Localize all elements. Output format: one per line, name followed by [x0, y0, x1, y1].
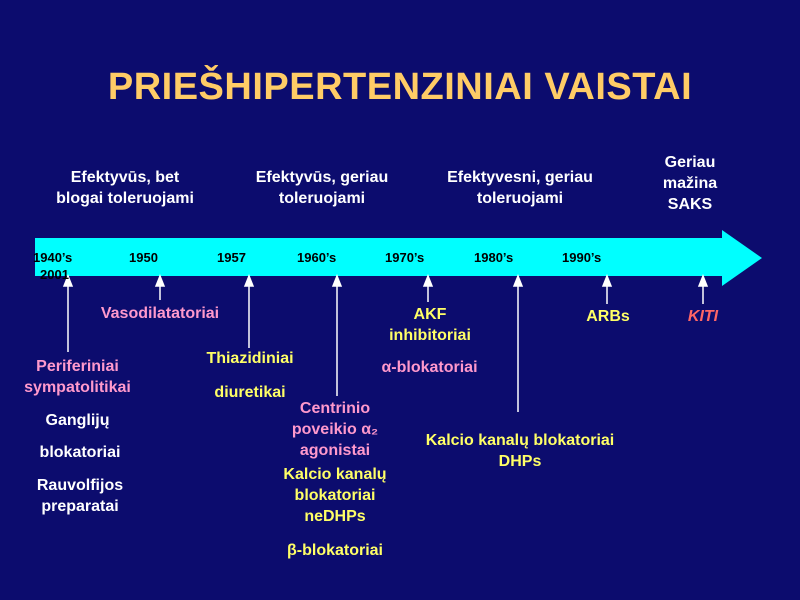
connector-1970 [422, 273, 434, 302]
era-header-1-line-1: Efektyvūs, bet [70, 169, 180, 186]
year-1950: 1950 [129, 250, 158, 265]
era-header-2: Efektyvūs, geriau toleruojami [232, 167, 412, 209]
era-header-1-line-2: blogai toleruojami [56, 190, 194, 207]
label-vasodilatatoriai: Vasodilatatoriai [100, 305, 220, 322]
label-kiti: KITI [687, 308, 719, 325]
era-header-4: Geriau mažina SAKS [640, 152, 740, 215]
label-centrinio-line-2: poveikio α₂ [291, 421, 379, 438]
connector-1990 [601, 273, 613, 304]
connector-1950 [154, 273, 166, 300]
label-gangliju: Ganglijų [45, 412, 110, 429]
label-kalcio-nedhp-line-2: blokatoriai [294, 487, 376, 504]
label-beta-blokatoriai: β-blokatoriai [287, 542, 383, 559]
label-akf-line-2: inhibitoriai [389, 327, 471, 344]
year-1970s: 1970’s [385, 250, 425, 265]
era-header-4-line-2: mažina [662, 175, 718, 192]
label-rauvolfijos-line-1: Rauvolfijos [36, 477, 124, 494]
era-header-3-line-2: toleruojami [476, 190, 564, 207]
era-header-4-line-3: SAKS [667, 196, 713, 213]
label-kalcio-nedhp-line-1: Kalcio kanalų [283, 466, 387, 483]
label-rauvolfijos-line-2: preparatai [41, 498, 119, 515]
label-kalcio-dhp-line-2: DHPs [498, 453, 542, 470]
label-kalcio-dhp-line-1: Kalcio kanalų blokatoriai [425, 432, 615, 449]
label-kalcio-nedhp-line-3: neDHPs [304, 508, 366, 525]
label-arbs: ARBs [586, 308, 630, 325]
era-header-3: Efektyvesni, geriau toleruojami [425, 167, 615, 209]
timeline-arrow [35, 230, 762, 286]
label-blokatoriai: blokatoriai [39, 444, 121, 461]
era-header-3-line-1: Efektyvesni, geriau [447, 169, 593, 186]
connector-1957 [243, 273, 255, 348]
connector-1960 [331, 273, 343, 396]
year-2001: 2001 [40, 267, 69, 282]
era-header-2-line-1: Efektyvūs, geriau [255, 169, 389, 186]
label-centrinio: Centrinio poveikio α₂ agonistai [275, 398, 395, 461]
label-tiazidiniai: Thiazidiniai [206, 350, 294, 367]
label-periferiniai-line-1: Periferiniai [36, 358, 119, 375]
label-akf: AKF inhibitoriai [370, 304, 490, 346]
year-1980s: 1980’s [474, 250, 514, 265]
label-alpha-blokatoriai: α-blokatoriai [381, 359, 478, 376]
era-header-2-line-2: toleruojami [278, 190, 366, 207]
year-1957: 1957 [217, 250, 246, 265]
connector-2001 [697, 273, 709, 304]
year-1990s: 1990’s [562, 250, 602, 265]
era-header-1: Efektyvūs, bet blogai toleruojami [30, 167, 220, 209]
year-1960s: 1960’s [297, 250, 337, 265]
connector-1980 [512, 273, 524, 412]
label-kalcio-nedhp: Kalcio kanalų blokatoriai neDHPs [265, 464, 405, 527]
label-diuretikai: diuretikai [214, 384, 286, 401]
page-title: PRIEŠHIPERTENZINIAI VAISTAI [107, 66, 693, 108]
label-periferiniai: Periferiniai sympatolitikai [10, 356, 145, 398]
label-centrinio-line-3: agonistai [299, 442, 371, 459]
era-header-4-line-1: Geriau [664, 154, 716, 171]
year-1940s: 1940’s [33, 250, 73, 265]
label-periferiniai-line-2: sympatolitikai [24, 379, 131, 396]
label-rauvolfijos: Rauvolfijos preparatai [10, 475, 150, 517]
label-akf-line-1: AKF [413, 306, 447, 323]
connector-1940 [62, 273, 74, 352]
label-kalcio-dhp: Kalcio kanalų blokatoriai DHPs [405, 430, 635, 472]
label-centrinio-line-1: Centrinio [299, 400, 371, 417]
